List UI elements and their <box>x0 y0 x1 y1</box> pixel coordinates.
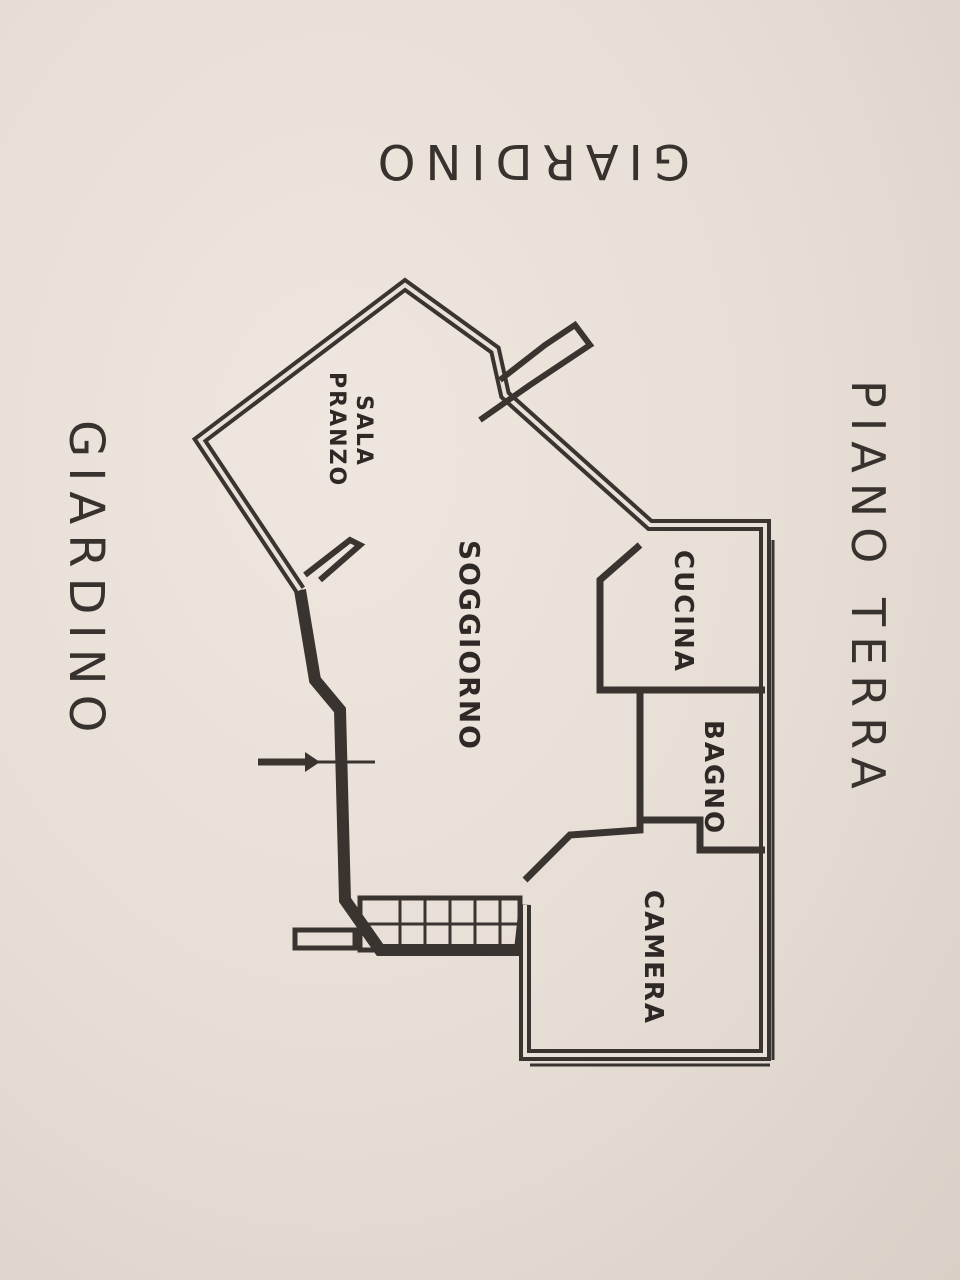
room-label-soggiorno: SOGGIORNO <box>453 540 486 751</box>
room-label-camera: CAMERA <box>638 890 668 1025</box>
garden-label-top: GIARDINO <box>368 133 690 189</box>
room-label-sala: SALA <box>351 395 376 467</box>
room-label-cucina: CUCINA <box>668 550 698 673</box>
room-label-pranzo-2: PRANZO <box>324 372 349 487</box>
interior-walls <box>522 542 765 883</box>
entrance-arrow <box>258 752 375 772</box>
exterior-walls <box>191 277 771 1061</box>
room-label-bagno: BAGNO <box>698 720 728 835</box>
floor-title: PIANO TERRA <box>841 380 895 799</box>
notch-pillars <box>292 320 595 951</box>
stairs <box>357 895 523 953</box>
garden-label-left: GIARDINO <box>58 420 114 742</box>
outer-boundary-lines <box>530 540 775 1067</box>
